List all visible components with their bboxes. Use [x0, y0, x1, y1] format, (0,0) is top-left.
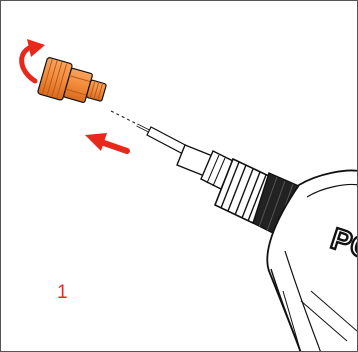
- step-number: 1: [57, 281, 68, 305]
- insert-arrow-icon: [85, 133, 127, 151]
- probe-tip: [137, 125, 189, 155]
- rotate-arrow-icon: [22, 39, 45, 81]
- alignment-line: [111, 111, 135, 123]
- orange-adapter: [37, 57, 109, 111]
